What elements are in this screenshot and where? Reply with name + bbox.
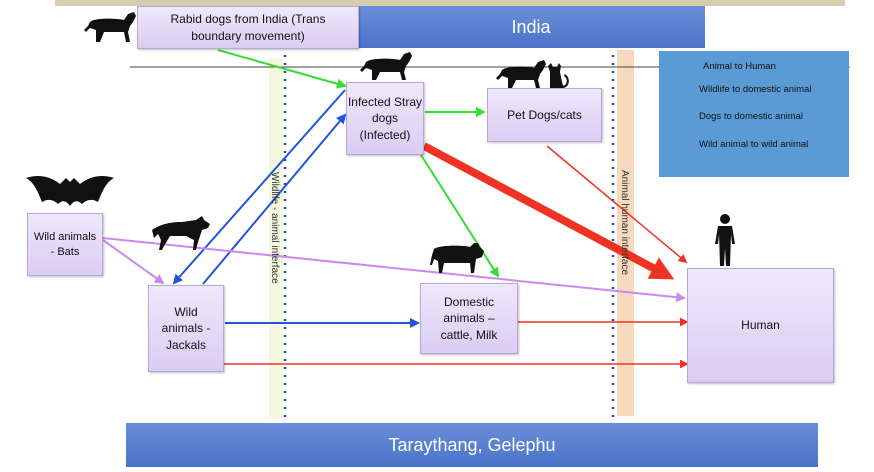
human-interface-label: Animal human interface xyxy=(619,170,630,276)
arrow-jackals-to-stray xyxy=(202,113,347,285)
wildlife-interface-strip xyxy=(269,58,283,418)
arrow-stray-to-jackals xyxy=(172,89,346,285)
human-silhouette-icon xyxy=(715,214,735,266)
arrow-stray-to-human xyxy=(422,142,675,280)
legend-item-wild-to-wild: Wild animal to wild animal xyxy=(699,139,809,150)
arrow-bats-to-human xyxy=(102,237,686,303)
arrow-pet-to-human xyxy=(546,145,688,264)
legend-item-dogs-to-domestic: Dogs to domestic animal xyxy=(699,111,804,122)
arrow-bats-to-jackals xyxy=(102,239,165,285)
cattle-silhouette-icon xyxy=(430,243,484,273)
jackal-silhouette-icon xyxy=(152,216,210,250)
node-bats: Wild animals - Bats xyxy=(27,213,103,276)
wildlife-interface-label: Wildlife - animal interface xyxy=(269,172,280,284)
location-region-band: Taraythang, Gelephu xyxy=(126,423,818,467)
dog-silhouette-icon-2 xyxy=(360,52,412,80)
dog-and-cat-silhouette-icon xyxy=(496,60,569,88)
dog-silhouette-icon xyxy=(84,12,136,42)
legend-panel: Animal to Human Wildlife to domestic ani… xyxy=(659,51,849,177)
node-pet-dogs: Pet Dogs/cats xyxy=(487,88,602,142)
arrow-india-to-stray xyxy=(217,49,347,89)
arrow-stray-to-domestic xyxy=(420,154,500,278)
node-stray-dogs: Infected Stray dogs (Infected) xyxy=(346,82,424,155)
bat-silhouette-icon xyxy=(26,176,114,206)
node-rabid-dogs-india: Rabid dogs from India (Trans boundary mo… xyxy=(137,6,359,49)
india-region-label: India xyxy=(511,16,551,37)
node-domestic: Domestic animals – cattle, Milk xyxy=(420,283,518,354)
legend-item-wildlife-to-domestic: Wildlife to domestic animal xyxy=(699,84,812,95)
location-region-label: Taraythang, Gelephu xyxy=(388,434,556,455)
human-interface-strip xyxy=(617,50,634,416)
node-human: Human xyxy=(687,268,834,383)
india-region-band: India xyxy=(357,6,705,48)
legend-item-animal-to-human: Animal to Human xyxy=(703,61,776,72)
top-photo-strip xyxy=(55,0,845,6)
node-jackals: Wild animals - Jackals xyxy=(148,285,224,372)
